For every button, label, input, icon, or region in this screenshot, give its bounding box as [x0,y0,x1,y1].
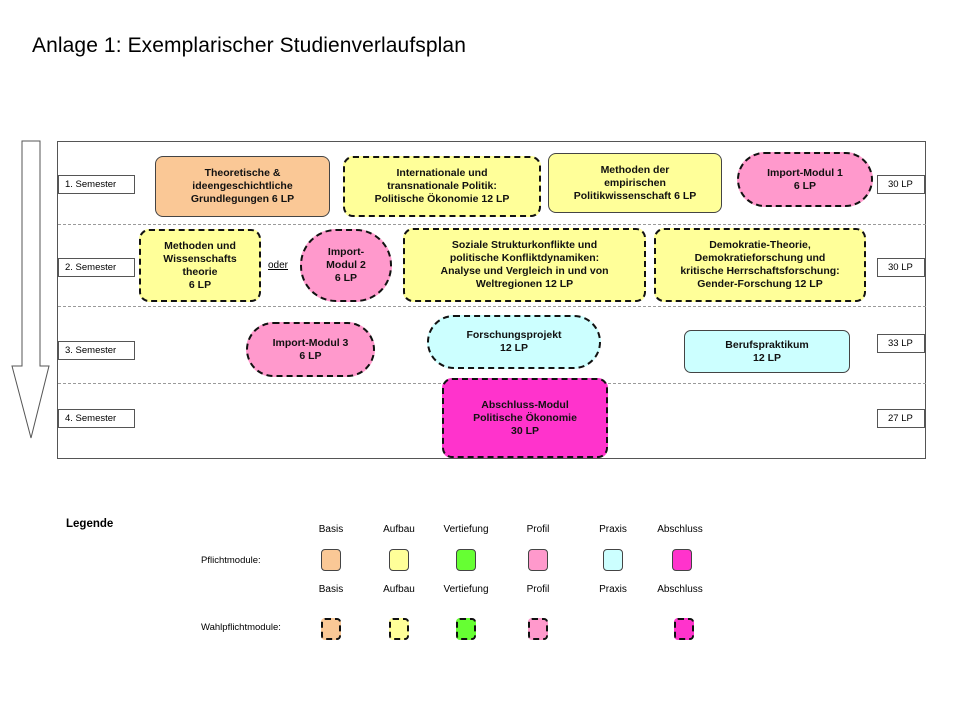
legend-swatch-pflicht-vertiefung [456,549,476,571]
legend-header-profil: Profil [526,524,550,535]
legend-swatch-wahlpflicht-abschluss [674,618,694,640]
legend-header-abschluss: Abschluss [657,524,703,535]
semester-label-2: 2. Semester [58,258,135,277]
legend-title: Legende [66,518,114,530]
module-import-3: Import-Modul 3 6 LP [246,322,375,377]
module-text: Import-Modul 1 6 LP [767,166,843,192]
module-text: Theoretische & ideengeschichtliche Grund… [190,167,295,205]
legend-swatch-pflicht-basis [321,549,341,571]
module-soziale-strukturkonflikte: Soziale Strukturkonflikte und politische… [403,228,646,302]
legend-swatch-pflicht-aufbau [389,549,409,571]
legend-header-aufbau: Aufbau [383,584,415,595]
legend-swatch-pflicht-praxis [603,549,623,571]
module-demokratie-theorie: Demokratie-Theorie, Demokratieforschung … [654,228,866,302]
semester-separator [58,224,926,225]
module-text: Demokratie-Theorie, Demokratieforschung … [680,239,840,290]
timeline-arrow-icon [11,140,50,439]
legend-header-praxis: Praxis [599,524,627,535]
module-text: Forschungsprojekt 12 LP [466,329,562,354]
legend-header-basis: Basis [318,584,344,595]
legend-swatch-pflicht-abschluss [672,549,692,571]
module-text: Import-Modul 3 6 LP [272,336,349,362]
semester-label-1: 1. Semester [58,175,135,194]
legend-header-abschluss: Abschluss [657,584,703,595]
legend-header-vertiefung: Vertiefung [443,524,489,535]
semester-lp-1: 30 LP [877,175,925,194]
semester-label-3: 3. Semester [58,341,135,360]
module-text: Methoden und Wissenschafts theorie 6 LP [163,239,237,291]
legend-wahlpflicht-label: Wahlpflichtmodule: [201,622,281,633]
module-text: Import- Modul 2 6 LP [326,246,366,284]
module-import-1: Import-Modul 1 6 LP [737,152,873,207]
module-internationale-politik: Internationale und transnationale Politi… [343,156,541,217]
module-berufspraktikum: Berufspraktikum 12 LP [684,330,850,373]
module-abschluss: Abschluss-Modul Politische Ökonomie 30 L… [442,378,608,458]
semester-lp-4: 27 LP [877,409,925,428]
module-methoden-wissenschaftstheorie: Methoden und Wissenschafts theorie 6 LP [139,229,261,302]
semester-lp-3: 33 LP [877,334,925,353]
study-plan-frame [57,141,926,459]
legend-swatch-wahlpflicht-aufbau [389,618,409,640]
module-text: Soziale Strukturkonflikte und politische… [440,239,609,290]
module-import-2: Import- Modul 2 6 LP [300,229,392,302]
legend-header-vertiefung: Vertiefung [443,584,489,595]
legend-header-profil: Profil [526,584,550,595]
semester-label-4: 4. Semester [58,409,135,428]
module-methoden-empirisch: Methoden der empirischen Politikwissensc… [548,153,722,213]
legend-pflicht-label: Pflichtmodule: [201,555,261,566]
semester-separator [58,306,926,307]
page-title: Anlage 1: Exemplarischer Studienverlaufs… [32,34,466,57]
module-text: Abschluss-Modul Politische Ökonomie 30 L… [473,398,577,437]
module-forschungsprojekt: Forschungsprojekt 12 LP [427,315,601,369]
module-text: Internationale und transnationale Politi… [374,167,510,205]
legend-swatch-wahlpflicht-vertiefung [456,618,476,640]
module-text: Methoden der empirischen Politikwissensc… [573,163,697,202]
legend-swatch-wahlpflicht-profil [528,618,548,640]
legend-header-praxis: Praxis [599,584,627,595]
semester-lp-2: 30 LP [877,258,925,277]
legend-swatch-pflicht-profil [528,549,548,571]
legend-header-basis: Basis [318,524,344,535]
legend-swatch-wahlpflicht-basis [321,618,341,640]
oder-label: oder [268,260,289,271]
legend-header-aufbau: Aufbau [383,524,415,535]
module-text: Berufspraktikum 12 LP [725,338,809,364]
module-theoretische-grundlegungen: Theoretische & ideengeschichtliche Grund… [155,156,330,217]
